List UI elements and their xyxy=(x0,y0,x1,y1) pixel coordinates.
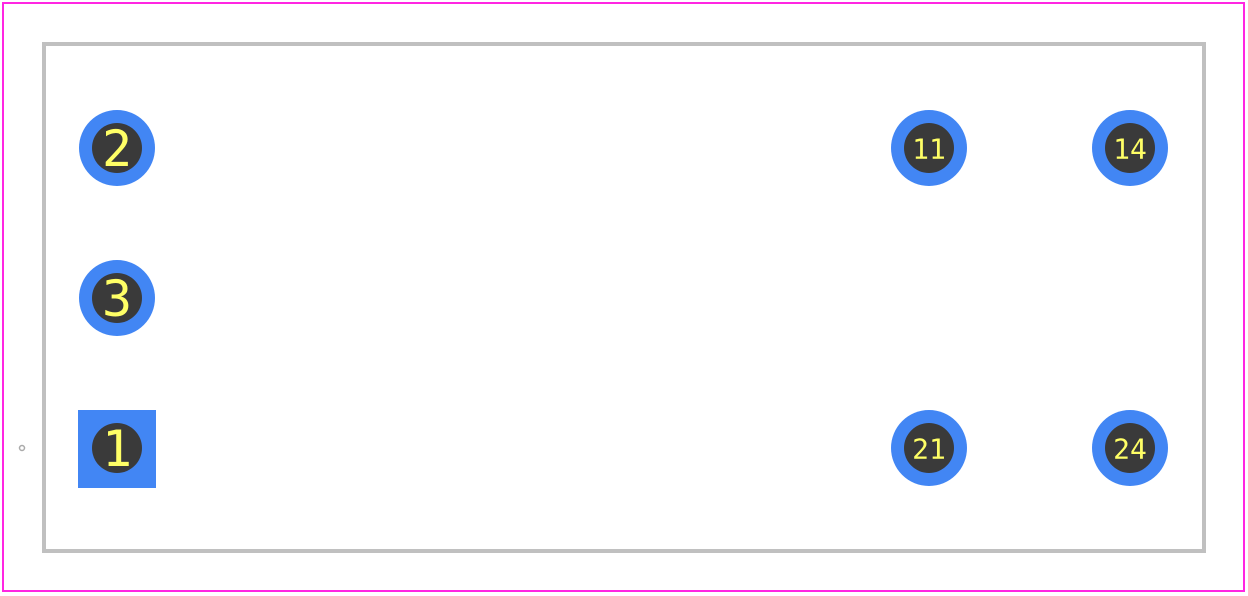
pad-1: 1 xyxy=(78,410,156,488)
pad-drill-hole xyxy=(1105,123,1155,173)
pad-2: 2 xyxy=(79,110,155,186)
pad-number-label: 14 xyxy=(1113,133,1147,166)
pad-number-label: 1 xyxy=(102,420,132,478)
pad-24: 24 xyxy=(1092,410,1168,486)
pad-number-label: 3 xyxy=(102,270,132,328)
pad-drill-hole xyxy=(904,423,954,473)
pad-drill-hole xyxy=(1105,423,1155,473)
pad-drill-hole xyxy=(92,273,142,323)
pad-number-label: 21 xyxy=(912,433,946,466)
pad-drill-hole xyxy=(92,123,142,173)
pad-drill-hole xyxy=(92,423,142,473)
pad-number-label: 24 xyxy=(1113,433,1147,466)
pad-11: 11 xyxy=(891,110,967,186)
origin-marker xyxy=(18,444,26,452)
pad-drill-hole xyxy=(904,123,954,173)
pad-14: 14 xyxy=(1092,110,1168,186)
silkscreen-outline xyxy=(42,42,1206,553)
pad-number-label: 2 xyxy=(102,120,132,178)
pad-number-label: 11 xyxy=(912,133,946,166)
pad-3: 3 xyxy=(79,260,155,336)
pad-21: 21 xyxy=(891,410,967,486)
